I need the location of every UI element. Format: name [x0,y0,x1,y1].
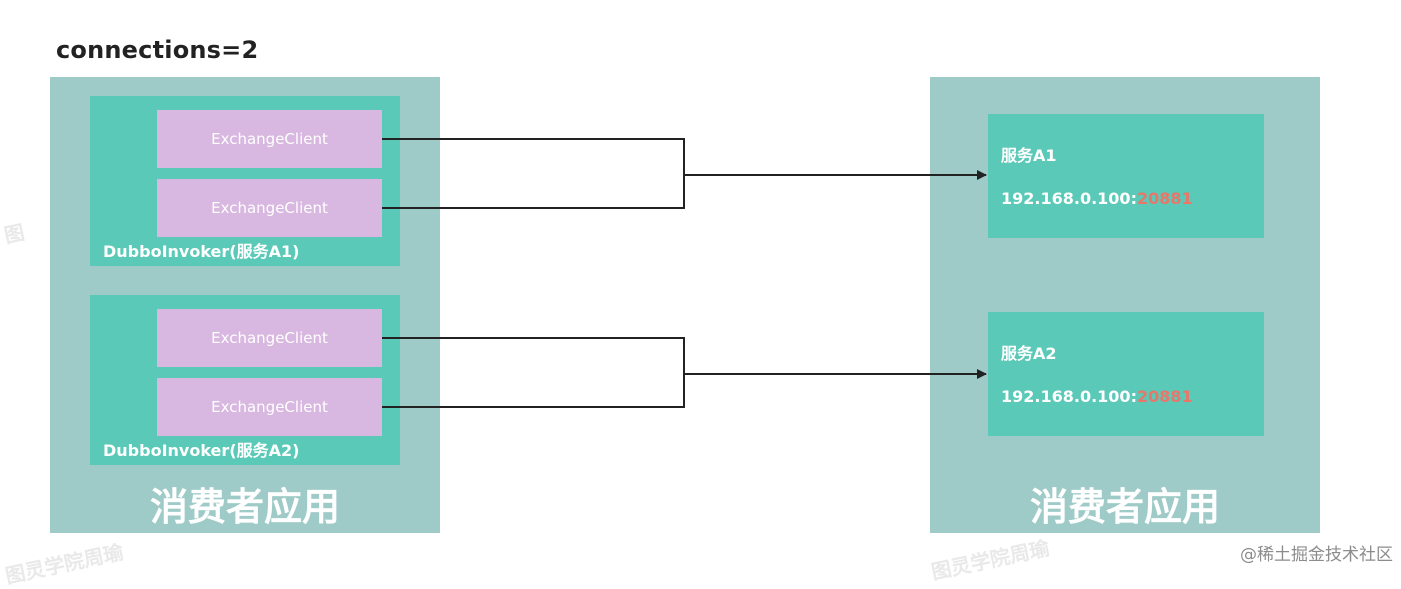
service-a1-box: 服务A1 192.168.0.100:20881 [988,114,1264,238]
service-a2-box: 服务A2 192.168.0.100:20881 [988,312,1264,436]
service-a2-address: 192.168.0.100:20881 [1001,387,1193,406]
service-a1-name: 服务A1 [1001,146,1057,165]
service-a2-port: 20881 [1136,387,1193,406]
connector-lines [382,138,987,408]
service-a1-port: 20881 [1136,189,1193,208]
diagram-title: connections=2 [56,36,259,64]
exchange-client-a1-1: ExchangeClient [157,110,382,168]
consumer-app-right-label: 消费者应用 [1029,485,1220,529]
service-a1-address: 192.168.0.100:20881 [1001,189,1193,208]
consumer-app-left-label: 消费者应用 [149,485,340,529]
source-credit: @稀土掘金技术社区 [1240,545,1393,565]
connector-a2-client-1 [382,337,685,408]
connector-a1-client-1 [382,138,685,209]
exchange-client-a2-2: ExchangeClient [157,378,382,436]
service-a1-host: 192.168.0.100: [1001,189,1137,208]
service-a2-name: 服务A2 [1001,344,1057,363]
service-a2-host: 192.168.0.100: [1001,387,1137,406]
exchange-client-a1-2: ExchangeClient [157,179,382,237]
exchange-client-a2-1: ExchangeClient [157,309,382,367]
dubbo-invoker-a2-label: DubboInvoker(服务A2) [103,441,300,460]
dubbo-invoker-a1-label: DubboInvoker(服务A1) [103,242,300,261]
